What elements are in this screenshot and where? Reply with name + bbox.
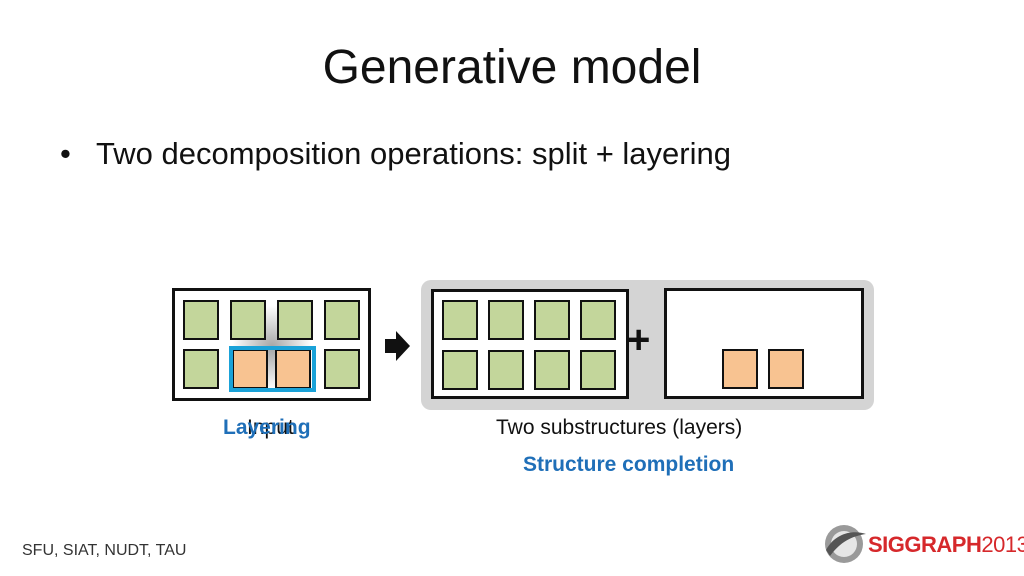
layer1-cell	[488, 350, 524, 390]
bullet-dot: •	[60, 136, 71, 171]
layer1-cell	[580, 350, 616, 390]
bullet-item: • Two decomposition operations: split + l…	[60, 136, 731, 172]
layer1-cell	[488, 300, 524, 340]
input-cell-green	[183, 300, 219, 340]
substructures-label: Two substructures (layers)	[496, 416, 743, 439]
siggraph-logo: SIGGRAPH2013	[822, 522, 1024, 566]
layering-label: Layering	[223, 416, 311, 439]
input-cell-green	[277, 300, 313, 340]
input-cell-green	[183, 349, 219, 389]
layer1-cell	[580, 300, 616, 340]
layer2-cell	[768, 349, 804, 389]
siggraph-swirl-icon	[825, 525, 866, 563]
input-cell-orange	[275, 349, 311, 389]
layer1-cell	[534, 300, 570, 340]
layer1-cell	[442, 350, 478, 390]
substructure-layer-2	[664, 288, 864, 399]
slide-title: Generative model	[322, 41, 702, 94]
footer-affiliations: SFU, SIAT, NUDT, TAU	[22, 542, 187, 559]
input-cell-green	[230, 300, 266, 340]
layer-highlight	[229, 346, 316, 392]
input-label: Input	[247, 416, 294, 439]
right-arrow-icon	[385, 331, 410, 361]
layer1-cell	[442, 300, 478, 340]
plus-sign: +	[627, 318, 651, 362]
input-cell-green	[324, 349, 360, 389]
siggraph-year: 2013	[981, 532, 1024, 557]
structure-completion-label: Structure completion	[523, 453, 735, 476]
siggraph-wordmark: SIGGRAPH2013	[868, 532, 1024, 558]
siggraph-name: SIGGRAPH	[868, 532, 982, 557]
bullet-text: Two decomposition operations: split + la…	[96, 136, 731, 171]
input-cell-green	[324, 300, 360, 340]
layer1-cell	[534, 350, 570, 390]
layer2-cell	[722, 349, 758, 389]
